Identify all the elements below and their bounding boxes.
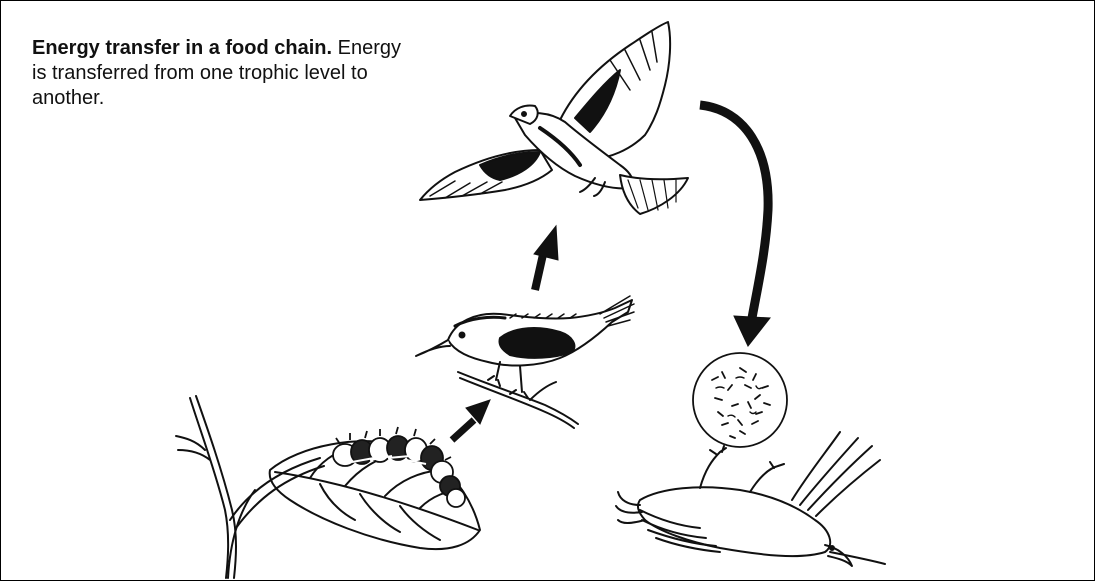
dead-bird-icon — [616, 432, 885, 566]
bacteria-icon — [693, 353, 787, 447]
caterpillar-icon — [333, 427, 465, 507]
hawk-icon — [420, 22, 688, 214]
small-bird-icon — [416, 296, 634, 428]
leaf-icon — [176, 396, 480, 578]
